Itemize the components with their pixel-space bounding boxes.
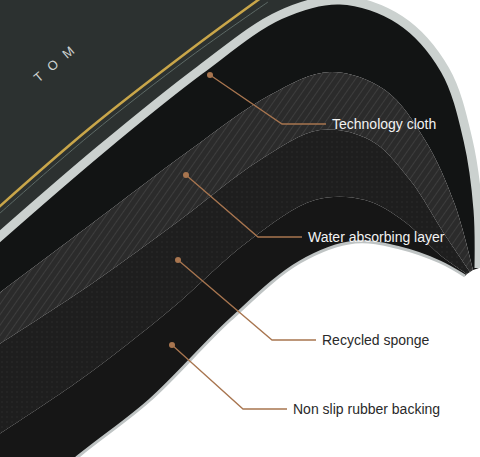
accent-stripe xyxy=(0,2,268,222)
layer-label: Recycled sponge xyxy=(322,331,429,349)
leader-dot xyxy=(183,172,189,178)
mat-top-face xyxy=(0,0,340,245)
leader-dot xyxy=(207,72,213,78)
leader-line xyxy=(172,345,287,409)
leader-dot xyxy=(169,342,175,348)
layer-label: Technology cloth xyxy=(332,115,436,133)
leader-line xyxy=(210,75,326,124)
leader-dot xyxy=(175,257,181,263)
cloth-edge xyxy=(0,0,479,268)
brand-mark: T O M xyxy=(30,40,81,86)
rubber-layer xyxy=(0,197,467,457)
backing-edge xyxy=(0,242,465,457)
leader-group xyxy=(169,72,326,409)
leader-line xyxy=(186,175,302,237)
layer-label: Water absorbing layer xyxy=(308,228,444,246)
layer-label: Non slip rubber backing xyxy=(293,400,440,418)
leader-line xyxy=(178,260,316,340)
